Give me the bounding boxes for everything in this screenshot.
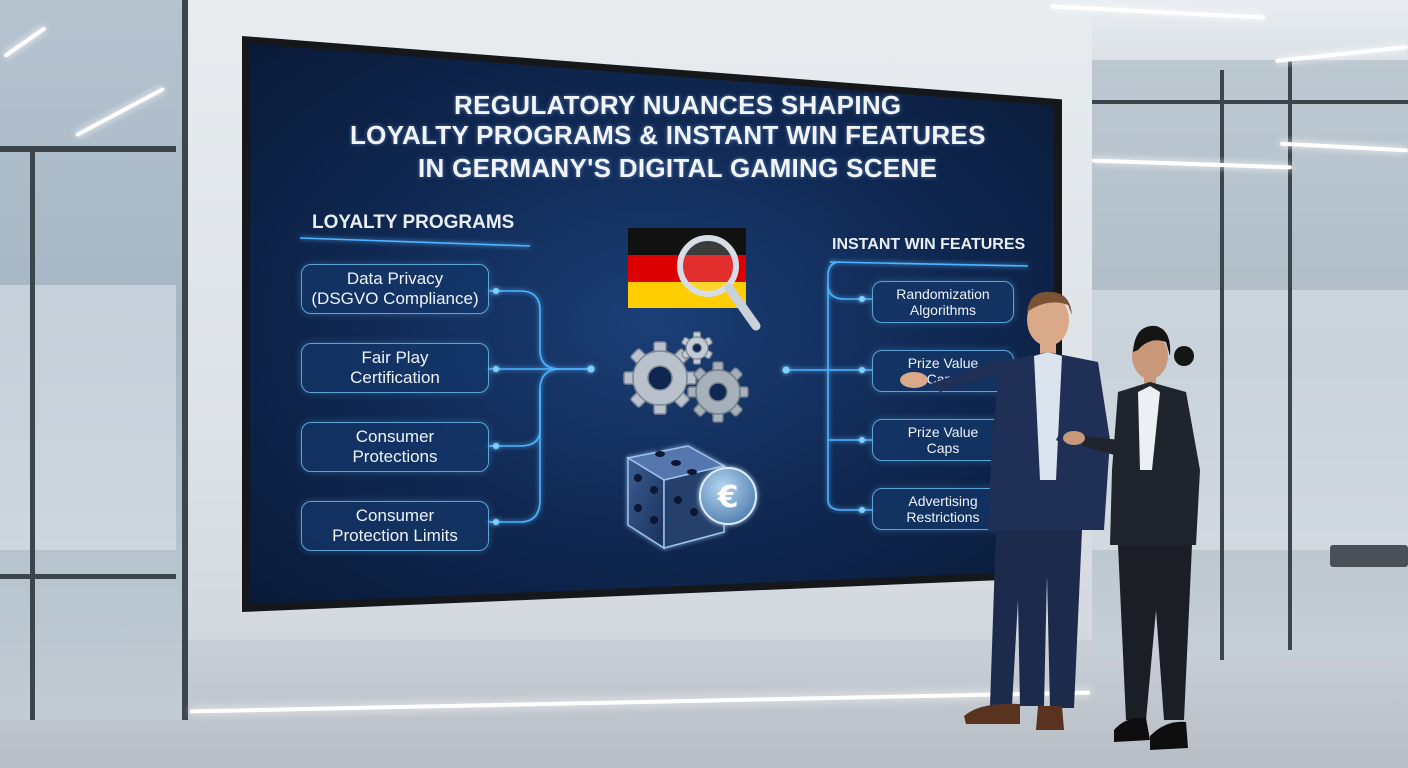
woman-blouse — [1138, 386, 1160, 470]
left-glass-wall — [0, 0, 188, 720]
euro-symbol: € — [717, 480, 739, 515]
item-line: Algorithms — [909, 302, 977, 318]
bench — [1330, 545, 1408, 567]
item-line: Randomization — [896, 285, 990, 302]
woman-arm — [1082, 436, 1120, 456]
man-pointing-hand — [900, 372, 928, 388]
man-head — [1027, 294, 1069, 346]
item-line: Certification — [350, 368, 440, 387]
connector-node — [859, 296, 865, 302]
connector-node — [587, 365, 595, 373]
connector-node — [493, 366, 499, 372]
connector-node — [859, 507, 865, 513]
dice-pip — [655, 451, 665, 457]
woman-shoe — [1114, 717, 1150, 742]
magnifier-handle — [724, 283, 761, 331]
man-hair — [1027, 291, 1072, 315]
connector-node — [859, 367, 865, 373]
woman-presenter — [1063, 325, 1200, 750]
man-shoe — [1036, 706, 1064, 730]
connector-line — [488, 390, 541, 523]
item-line: Consumer — [355, 427, 435, 447]
coin-body — [699, 467, 757, 525]
connector-node — [493, 443, 499, 449]
item-line: Caps — [926, 440, 960, 456]
flag-red-band — [628, 255, 746, 282]
dice-pip — [687, 469, 697, 475]
woman-hair-bun — [1174, 346, 1194, 366]
window-mullion — [1288, 60, 1292, 650]
man-pointing-arm — [930, 358, 1006, 392]
dice-pips — [634, 451, 698, 524]
magnifier-lens — [677, 235, 739, 297]
connector-node — [859, 437, 865, 443]
item-line: (DSGVO Compliance) — [311, 289, 479, 308]
dice-pip — [634, 474, 642, 482]
right-connectors — [786, 261, 1029, 511]
item-line: Fair Play — [361, 348, 429, 368]
man-trousers — [990, 530, 1048, 706]
item-line: Protection Limits — [332, 526, 458, 545]
right-connector-nodes — [782, 296, 865, 513]
item-line: Data Privacy — [346, 269, 444, 289]
connector-line — [488, 290, 590, 370]
dice-pip — [674, 496, 682, 504]
connector-node — [493, 519, 499, 525]
connector-node — [493, 288, 499, 294]
item-line: Restrictions — [906, 509, 980, 525]
man-shirt — [1034, 352, 1062, 480]
dice-pip — [650, 486, 658, 494]
item-line: Prize Value — [907, 423, 979, 440]
man-presenter — [900, 291, 1110, 730]
window-mullion — [0, 146, 176, 152]
window-mullion — [30, 146, 35, 720]
medium-gear — [687, 361, 749, 423]
frosted-band — [0, 285, 176, 550]
woman-trousers — [1118, 545, 1192, 720]
dice-pip — [650, 516, 658, 524]
german-flag-magnifier-icon — [628, 228, 761, 331]
left-connectors — [299, 237, 590, 523]
connector-node — [782, 366, 790, 374]
window-mullion — [1220, 70, 1224, 660]
large-gear — [623, 341, 697, 415]
dice-pip — [634, 504, 642, 512]
left-connector-nodes — [493, 288, 595, 525]
woman-blazer — [1110, 382, 1200, 545]
dice-pip — [690, 508, 698, 516]
dice-pip — [671, 460, 681, 466]
slide-title-line-2: LOYALTY PROGRAMS & INSTANT WIN FEATURES — [350, 120, 986, 150]
small-gear — [681, 331, 713, 365]
woman-shoe — [1150, 721, 1188, 750]
item-line: Protections — [352, 447, 438, 466]
euro-coin-icon: € — [699, 467, 757, 525]
loyalty-item: Data Privacy(DSGVO Compliance) — [301, 264, 489, 314]
man-shoe — [964, 703, 1020, 724]
gears-icon — [623, 331, 749, 423]
connector-line — [827, 285, 872, 511]
heading-underline — [829, 261, 1029, 267]
item-line: Consumer — [355, 506, 435, 526]
item-line: Advertising — [908, 492, 978, 509]
instant-win-heading: INSTANT WIN FEATURES — [832, 236, 1026, 253]
woman-hand — [1063, 431, 1085, 445]
window-mullion — [1092, 100, 1408, 104]
slide-title-line-1: REGULATORY NUANCES SHAPING — [454, 90, 902, 120]
item-line: Prize Value — [907, 354, 979, 371]
loyalty-programs-heading: LOYALTY PROGRAMS — [312, 212, 515, 233]
woman-hair — [1133, 325, 1171, 356]
heading-underline — [299, 237, 531, 247]
slide-title-line-3: IN GERMANY'S DIGITAL GAMING SCENE — [418, 153, 938, 183]
window-mullion — [0, 574, 176, 579]
man-trousers — [1046, 530, 1082, 708]
